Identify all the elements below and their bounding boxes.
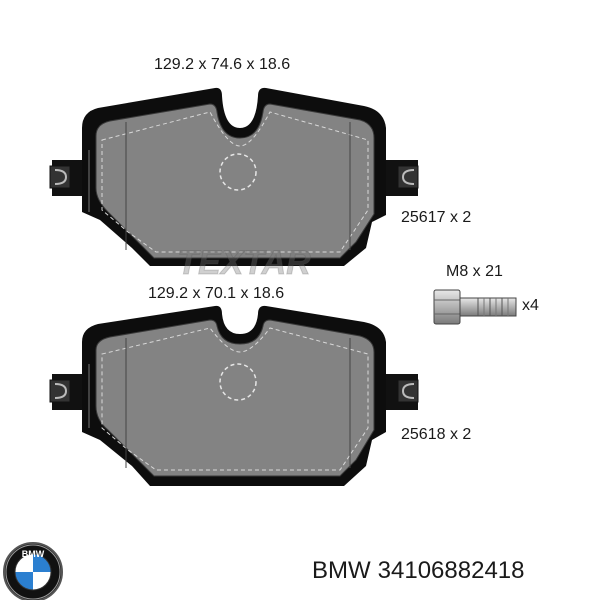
footer-brand-name: BMW xyxy=(312,557,371,584)
bmw-roundel-icon: BMW xyxy=(3,542,63,600)
piston-circle-top xyxy=(219,153,257,191)
piston-circle-bottom xyxy=(219,363,257,401)
top-pad-part-number: 25617 x 2 xyxy=(401,209,472,226)
bottom-brake-pad xyxy=(49,305,419,486)
bottom-pad-part-number: 25618 x 2 xyxy=(401,426,472,443)
textar-watermark: TEXTAR xyxy=(177,244,311,282)
bottom-pad-dimensions: 129.2 x 70.1 x 18.6 xyxy=(148,285,285,302)
bolt-size-label: M8 x 21 xyxy=(446,263,503,280)
logo-text: BMW xyxy=(22,549,45,559)
top-brake-pad xyxy=(49,87,419,267)
footer-part-number: 34106882418 xyxy=(377,557,525,584)
top-pad-dimensions: 129.2 x 74.6 x 18.6 xyxy=(154,56,291,73)
bolt-icon xyxy=(433,289,517,325)
bolt-count-label: x4 xyxy=(522,297,539,314)
